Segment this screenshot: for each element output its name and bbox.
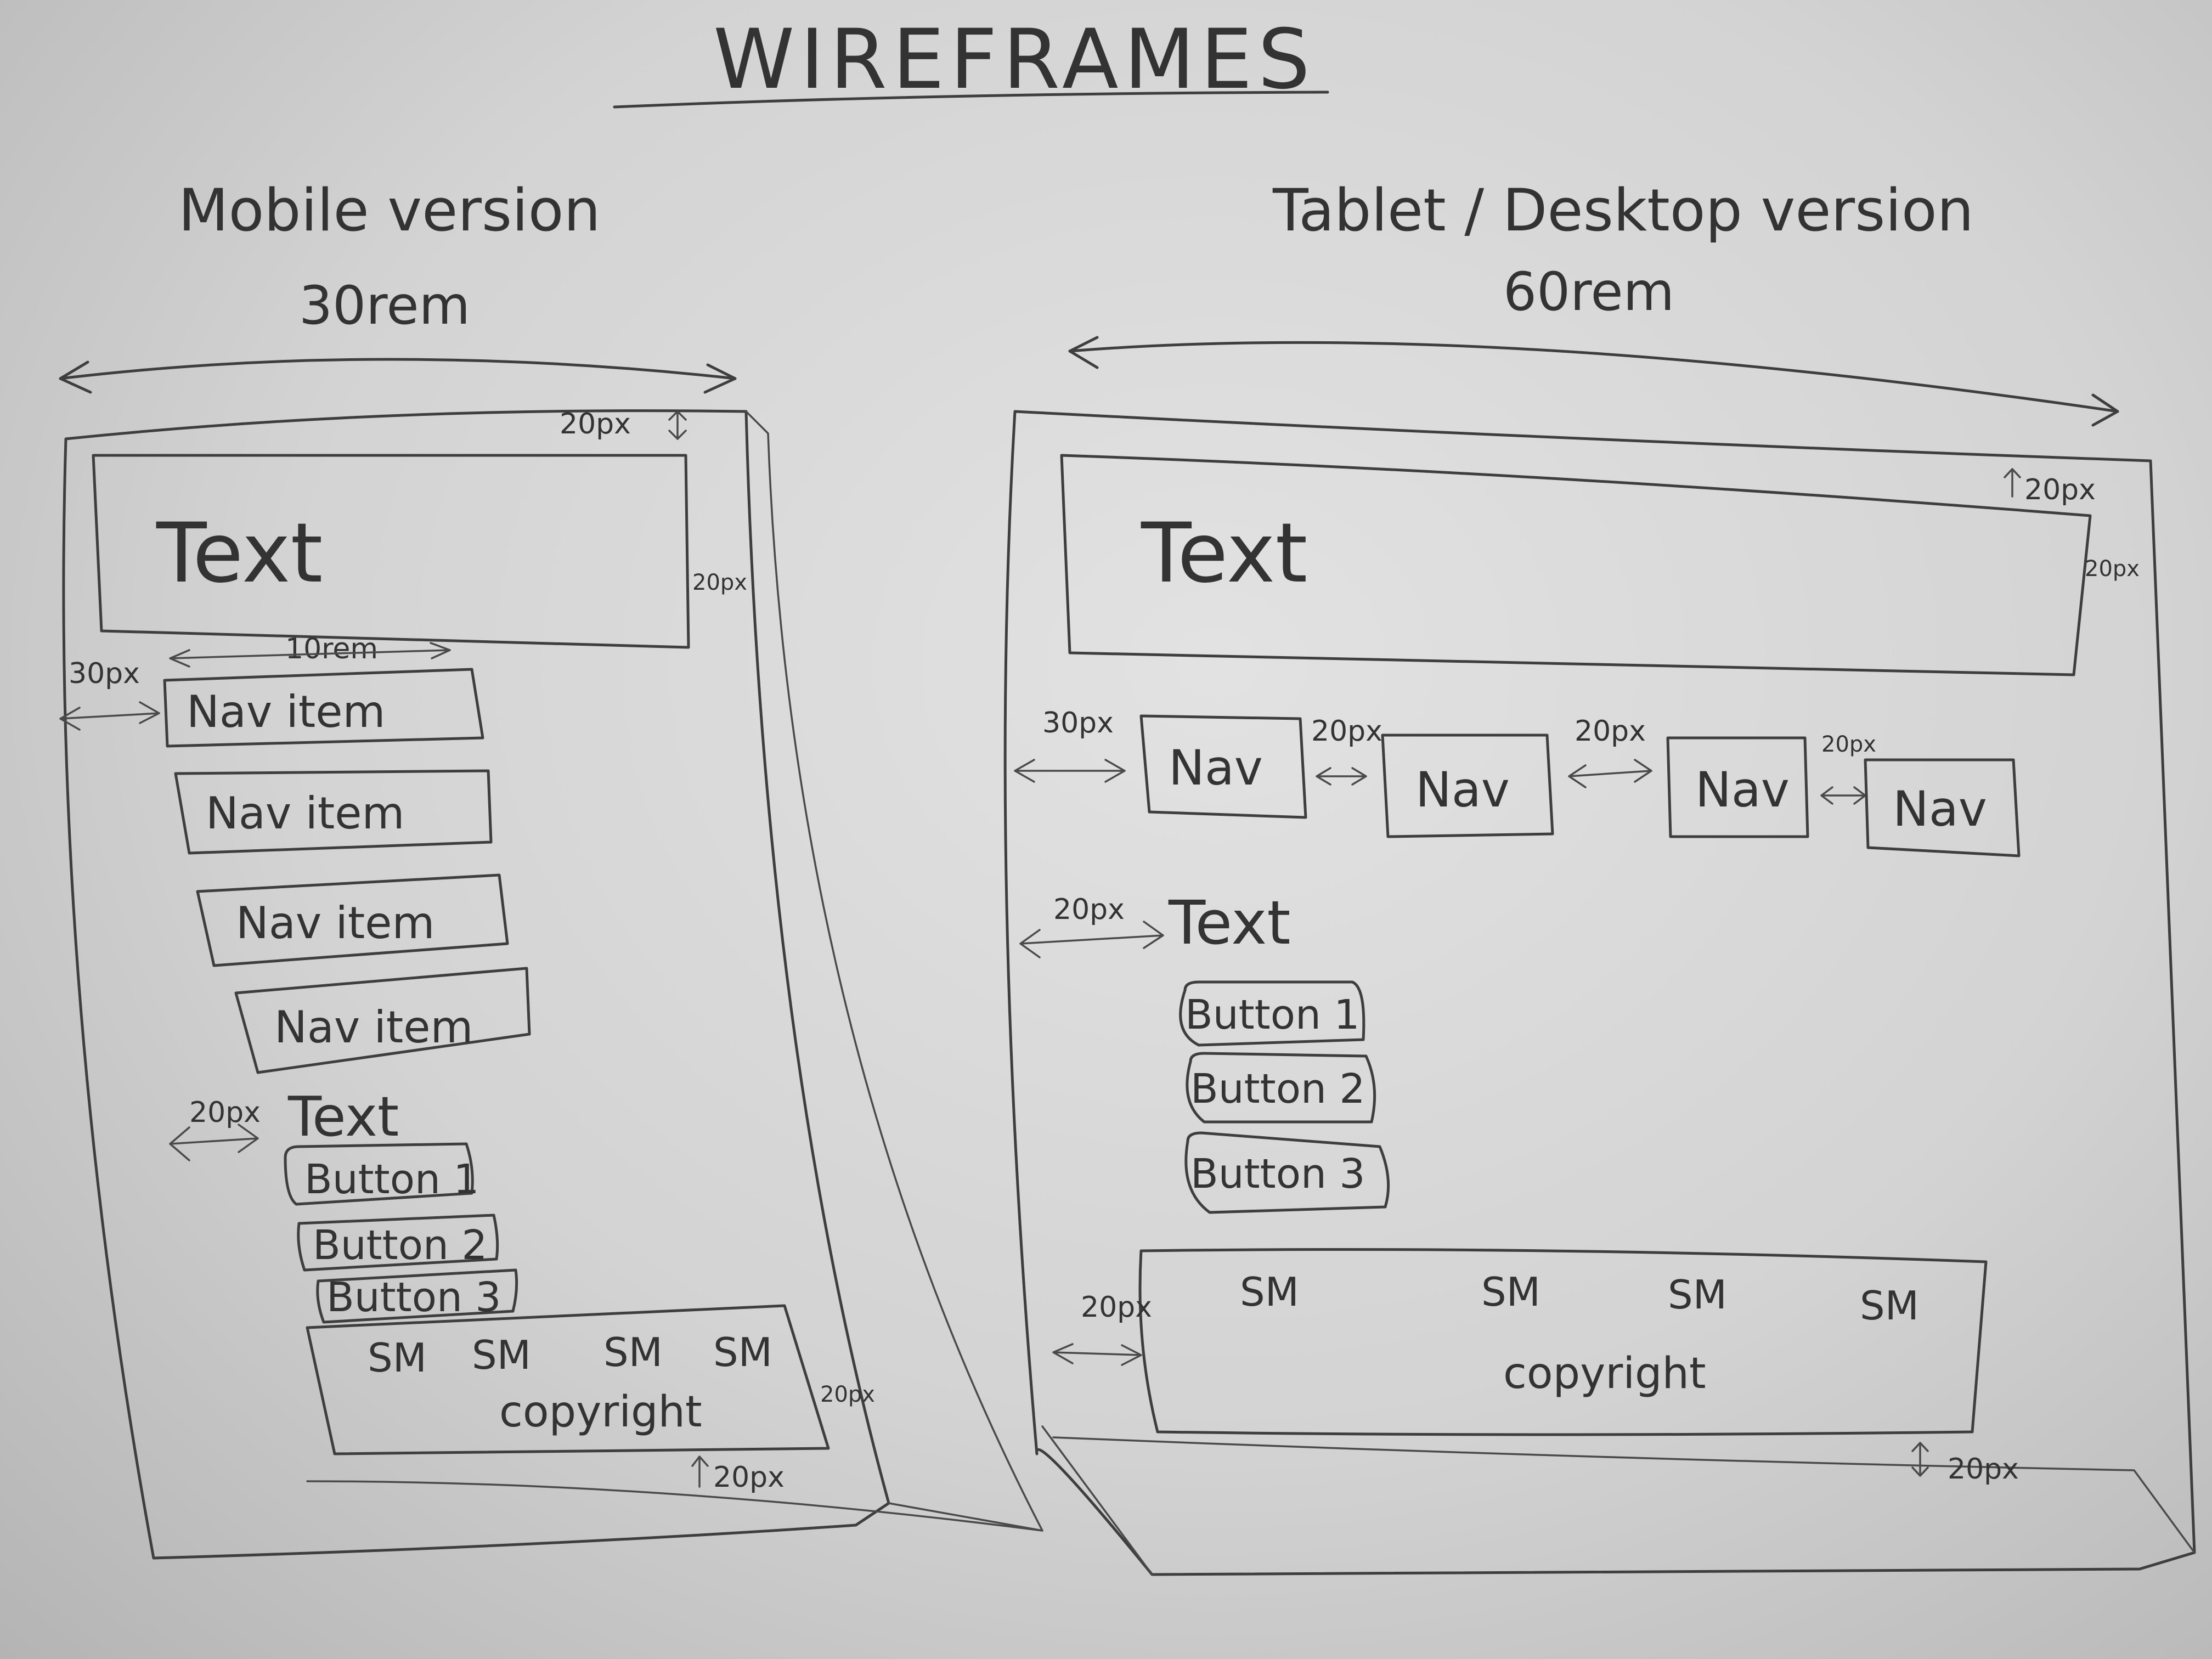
mobile-header-box: [92, 454, 690, 649]
desktop-button-box-1[interactable]: [1179, 980, 1365, 1047]
desktop-nav-gap-arrow-3: [1568, 759, 1652, 788]
desktop-footer-box: [1138, 1248, 1988, 1436]
mobile-heading: Mobile version: [178, 177, 601, 244]
desktop-nav-box-4[interactable]: [1864, 758, 2021, 857]
desktop-button-box-2[interactable]: [1186, 1052, 1376, 1124]
mobile-nav-box-2[interactable]: [174, 769, 493, 855]
desktop-footer-dim-bottom: 20px: [1948, 1453, 2019, 1486]
mobile-footer-sm-4[interactable]: SM: [713, 1329, 772, 1375]
mobile-nav-item-1[interactable]: Nav item: [187, 686, 385, 737]
mobile-width-label: 30rem: [299, 275, 470, 336]
desktop-nav-gap-1: 30px: [1042, 707, 1114, 740]
desktop-width-arrow: [1068, 336, 2119, 427]
desktop-nav-item-1[interactable]: Nav: [1169, 740, 1263, 796]
desktop-nav-box-1[interactable]: [1139, 714, 1307, 819]
mobile-header-dim-top-arrow: [668, 410, 687, 440]
desktop-heading: Tablet / Desktop version: [1272, 177, 1974, 244]
desktop-footer-sm-1[interactable]: SM: [1240, 1269, 1299, 1315]
desktop-footer-dim-side: 20px: [1081, 1291, 1152, 1324]
mobile-frame: [62, 409, 890, 1560]
mobile-header-dim-top: 20px: [560, 408, 631, 441]
mobile-header-dim-side: 20px: [692, 570, 747, 595]
mobile-text-gap-label: 20px: [189, 1096, 261, 1129]
mobile-button-box-2[interactable]: [297, 1214, 499, 1272]
mobile-footer-dim-side: 20px: [820, 1382, 875, 1407]
desktop-nav-gap-arrow-1: [1014, 759, 1126, 783]
desktop-text-gap-label: 20px: [1053, 893, 1125, 926]
desktop-nav-gap-arrow-2: [1316, 767, 1367, 786]
mobile-button-1[interactable]: Button 1: [304, 1156, 479, 1203]
desktop-nav-item-4[interactable]: Nav: [1893, 781, 1987, 837]
desktop-nav-item-2[interactable]: Nav: [1415, 761, 1510, 818]
mobile-footer-sm-2[interactable]: SM: [472, 1332, 531, 1378]
mobile-nav-width-arrow: [169, 642, 451, 668]
desktop-nav-box-2[interactable]: [1381, 733, 1554, 838]
desktop-body-text: Text: [1168, 888, 1290, 958]
mobile-nav-width-label: 10rem: [285, 633, 378, 665]
desktop-frame-depth: [1041, 1425, 2196, 1576]
desktop-footer-sm-4[interactable]: SM: [1860, 1283, 1919, 1329]
desktop-text-gap-arrow: [1019, 921, 1164, 958]
mobile-button-box-3[interactable]: [316, 1268, 518, 1324]
mobile-nav-box-1[interactable]: [163, 668, 484, 748]
mobile-footer-sm-1[interactable]: SM: [368, 1335, 427, 1381]
desktop-footer-sm-3[interactable]: SM: [1668, 1272, 1727, 1318]
mobile-button-3[interactable]: Button 3: [326, 1274, 501, 1321]
desktop-header-text: Text: [1141, 506, 1307, 601]
desktop-nav-gap-arrow-4: [1820, 786, 1866, 805]
mobile-nav-gap-arrow: [59, 701, 160, 731]
desktop-footer-dim-side-arrow: [1052, 1343, 1142, 1366]
mobile-frame-depth: [306, 410, 1043, 1532]
desktop-footer-copyright: copyright: [1503, 1349, 1706, 1398]
mobile-button-2[interactable]: Button 2: [313, 1222, 487, 1269]
mobile-nav-item-3[interactable]: Nav item: [236, 898, 435, 949]
mobile-nav-box-4[interactable]: [234, 967, 531, 1074]
mobile-footer-copyright: copyright: [499, 1387, 702, 1437]
mobile-footer-sm-3[interactable]: SM: [603, 1329, 663, 1375]
mobile-nav-item-4[interactable]: Nav item: [274, 1002, 473, 1053]
desktop-button-3[interactable]: Button 3: [1190, 1150, 1365, 1198]
mobile-button-box-1[interactable]: [284, 1142, 474, 1206]
desktop-frame: [1003, 410, 2196, 1576]
desktop-width-label: 60rem: [1503, 261, 1674, 323]
mobile-footer-box: [306, 1304, 830, 1455]
desktop-button-2[interactable]: Button 2: [1190, 1065, 1365, 1113]
desktop-button-1[interactable]: Button 1: [1185, 991, 1359, 1039]
desktop-header-box: [1060, 454, 2092, 676]
desktop-nav-item-3[interactable]: Nav: [1695, 761, 1790, 818]
mobile-width-arrow: [59, 358, 737, 394]
mobile-nav-gap-label: 30px: [69, 657, 140, 690]
mobile-text-gap-arrow: [169, 1124, 259, 1161]
title-underline: [613, 91, 1329, 109]
desktop-header-dim-side: 20px: [2085, 556, 2140, 582]
desktop-header-dim-top-arrow: [2004, 468, 2021, 498]
mobile-header-text: Text: [156, 506, 323, 601]
mobile-nav-box-3[interactable]: [196, 873, 509, 967]
desktop-button-box-3[interactable]: [1184, 1131, 1390, 1214]
mobile-nav-item-2[interactable]: Nav item: [206, 788, 404, 839]
desktop-footer-dim-bottom-arrow: [1911, 1442, 1929, 1477]
mobile-footer-dim-bottom-arrow: [691, 1455, 709, 1488]
desktop-header-dim-top: 20px: [2024, 473, 2096, 506]
desktop-nav-gap-3: 20px: [1575, 715, 1646, 748]
mobile-footer-dim-bottom: 20px: [713, 1461, 785, 1494]
desktop-nav-gap-2: 20px: [1311, 715, 1383, 748]
desktop-nav-box-3[interactable]: [1666, 736, 1809, 838]
mobile-body-text: Text: [287, 1085, 399, 1149]
desktop-footer-sm-2[interactable]: SM: [1481, 1269, 1541, 1315]
desktop-nav-gap-4: 20px: [1821, 732, 1876, 757]
